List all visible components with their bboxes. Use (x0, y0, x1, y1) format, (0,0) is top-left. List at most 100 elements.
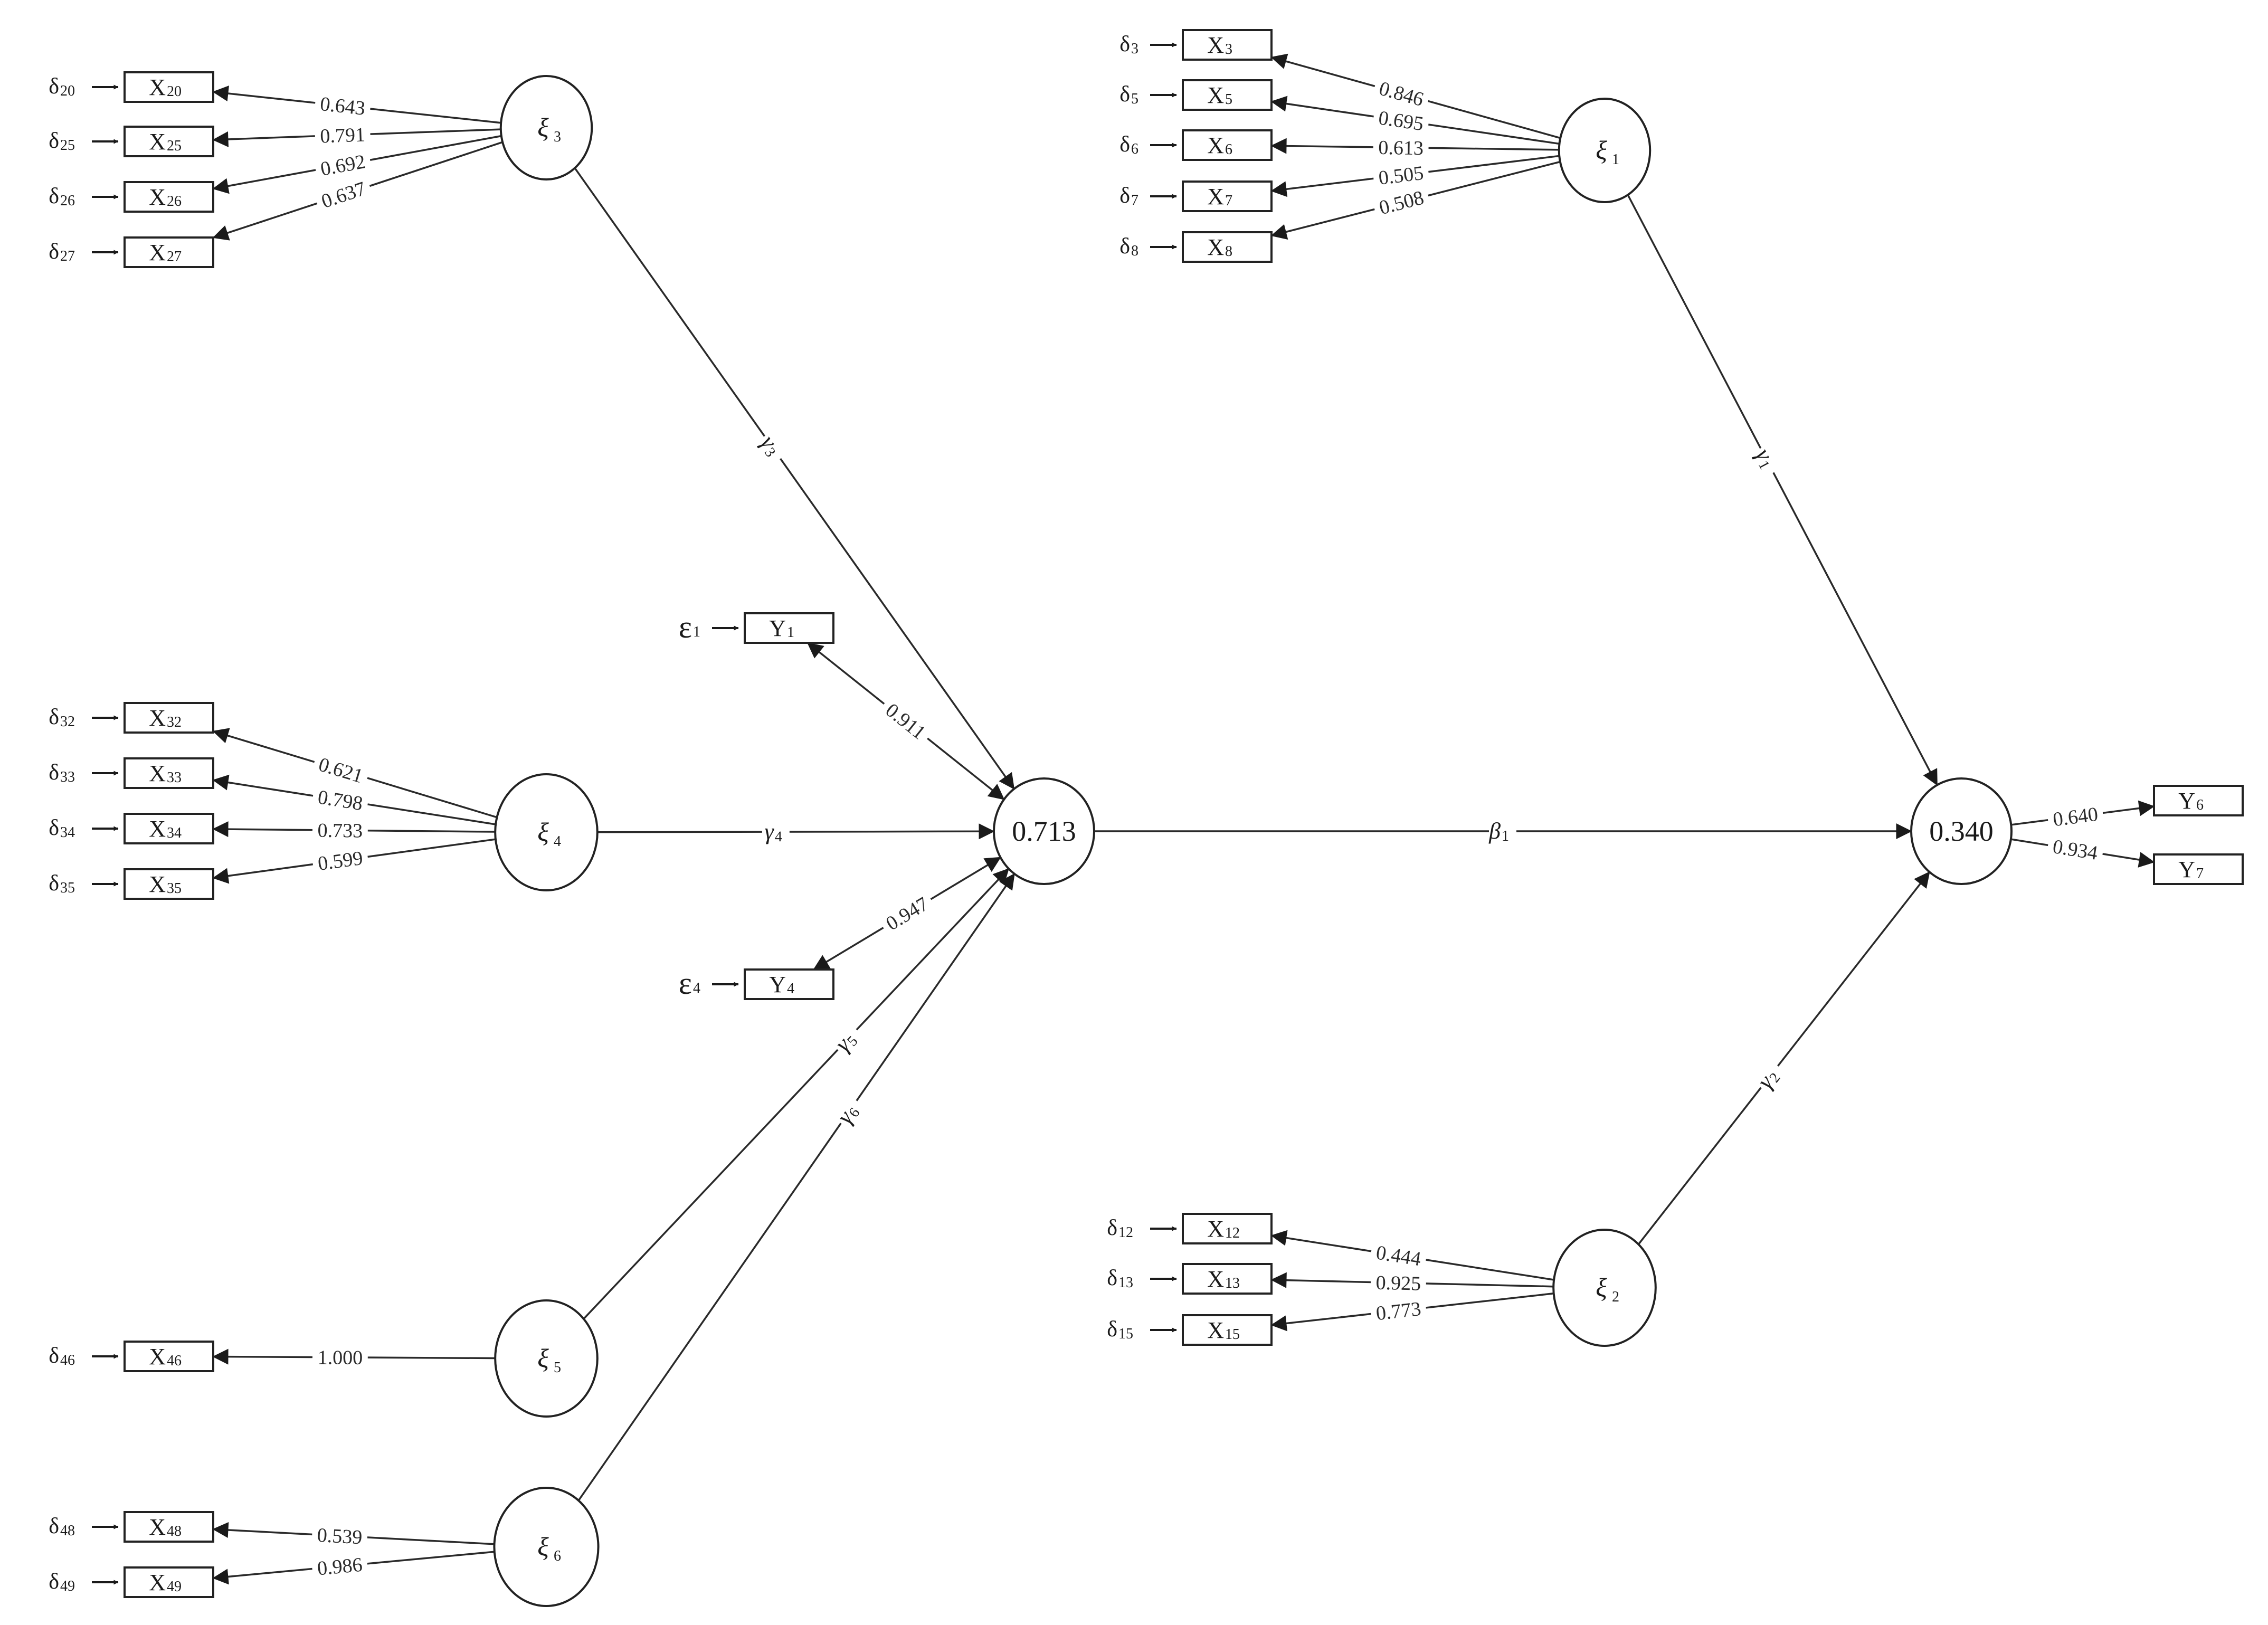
latent-xi2-subscript: 2 (1612, 1289, 1619, 1305)
indicator-x13-box (1182, 1263, 1273, 1295)
latent-eta1-value: 0.713 (1012, 815, 1076, 847)
indicator-x34-subscript: 34 (167, 825, 182, 841)
indicator-x6-loading: 0.613 (1373, 136, 1429, 159)
indicator-x48-box (124, 1511, 214, 1543)
indicator-x7-box (1182, 180, 1273, 212)
indicator-x34-error-subscript: 34 (60, 824, 75, 841)
latent-xi6-symbol: ξ (537, 1532, 549, 1561)
indicator-x12-subscript: 12 (1225, 1225, 1240, 1241)
indicator-x12-letter: X (1207, 1216, 1224, 1242)
indicator-x32-error-subscript: 32 (60, 714, 75, 730)
indicator-y1-loading-bg (878, 695, 935, 746)
indicator-y4-loading-bg (877, 889, 936, 937)
indicator-x8-letter: X (1207, 234, 1224, 260)
indicator-x32-loading-text: 0.621 (316, 753, 366, 787)
indicator-x3-subscript: 3 (1225, 41, 1232, 58)
indicator-x20-loading-bg (314, 92, 372, 119)
indicator-x25-error-symbol: δ (49, 129, 59, 153)
indicator-x8-error-subscript: 8 (1131, 243, 1138, 259)
indicator-y4-letter: Y (769, 972, 786, 997)
latent-xi5-symbol: ξ (537, 1343, 549, 1373)
indicator-x26-subscript: 26 (167, 193, 182, 210)
indicator-x15-loading: 0.773 (1370, 1297, 1427, 1325)
indicator-x49-letter: X (149, 1570, 166, 1595)
indicator-y6-loading: 0.640 (2046, 802, 2104, 831)
latent-xi3-subscript: 3 (554, 129, 561, 145)
indicator-y6-loading-text: 0.640 (2052, 803, 2099, 831)
indicator-y1-letter: Y (769, 615, 786, 641)
indicator-x12-error-symbol: δ (1107, 1216, 1117, 1240)
indicator-x12-box (1182, 1213, 1273, 1244)
path-xi5-to-eta1-label-bg (827, 1019, 865, 1058)
indicator-x20-letter: X (149, 74, 166, 100)
indicator-x13-loading-bg (1370, 1271, 1427, 1294)
indicator-x15-letter: X (1207, 1317, 1224, 1343)
latent-xi3-symbol: ξ (537, 112, 549, 142)
indicator-x49-loading: 0.986 (311, 1552, 368, 1580)
indicator-y4-box (744, 968, 834, 1000)
indicator-x35-box (124, 868, 214, 900)
path-xi3-to-eta1 (574, 167, 1015, 790)
indicator-x12-loading-bg (1370, 1240, 1428, 1270)
indicator-x33-error-subscript: 33 (60, 769, 75, 785)
indicator-x25-letter: X (149, 129, 166, 155)
indicator-x32-loading-bg (311, 751, 371, 788)
latent-eta2-value: 0.340 (1929, 815, 1994, 847)
indicator-x15-subscript: 15 (1225, 1326, 1240, 1343)
indicator-x33-loading: 0.798 (311, 785, 369, 815)
indicator-x25-error-subscript: 25 (60, 137, 75, 154)
indicator-x25-box (124, 126, 214, 157)
indicator-x3-error-subscript: 3 (1131, 41, 1138, 57)
indicator-x3-box (1182, 29, 1273, 61)
indicator-x6-box (1182, 129, 1273, 161)
indicator-y6-box (2153, 785, 2244, 816)
indicator-x26-loading-bg (314, 149, 372, 180)
indicator-x7-loading-bg (1372, 160, 1430, 189)
indicator-x27-box (124, 236, 214, 268)
indicator-x46-subscript: 46 (167, 1353, 182, 1369)
indicator-x7-error-symbol: δ (1119, 184, 1130, 208)
indicator-x46-box (124, 1341, 214, 1372)
indicator-x13-error-symbol: δ (1107, 1266, 1117, 1290)
indicator-x15-box (1182, 1314, 1273, 1346)
indicator-x35-loading: 0.599 (311, 845, 369, 875)
indicator-x27-letter: X (149, 240, 166, 265)
indicator-x35-loading-text: 0.599 (317, 847, 364, 875)
indicator-x35-loading-bg (311, 845, 369, 875)
path-xi4-to-eta1-label-subscript: 4 (775, 829, 782, 845)
indicator-x6-loading-bg (1373, 136, 1429, 158)
indicator-y4-subscript: 4 (787, 981, 794, 997)
path-xi2-to-eta2 (1637, 871, 1931, 1245)
indicator-x7-subscript: 7 (1225, 193, 1232, 209)
latent-xi1-symbol: ξ (1596, 135, 1607, 165)
indicator-y1-error-subscript: 1 (693, 624, 700, 640)
indicator-x13-subscript: 13 (1225, 1275, 1240, 1291)
indicator-x8-box (1182, 231, 1273, 263)
indicator-x26-error-symbol: δ (49, 184, 59, 208)
indicator-x5-subscript: 5 (1225, 91, 1232, 108)
indicator-x6-subscript: 6 (1225, 141, 1232, 158)
latent-xi5-subscript: 5 (554, 1360, 561, 1376)
indicator-x46-error-symbol: δ (49, 1344, 59, 1368)
indicator-x48-subscript: 48 (167, 1523, 182, 1540)
indicator-x5-error-subscript: 5 (1131, 91, 1138, 107)
indicator-x3-letter: X (1207, 32, 1224, 58)
paths-layer (92, 42, 2155, 1585)
